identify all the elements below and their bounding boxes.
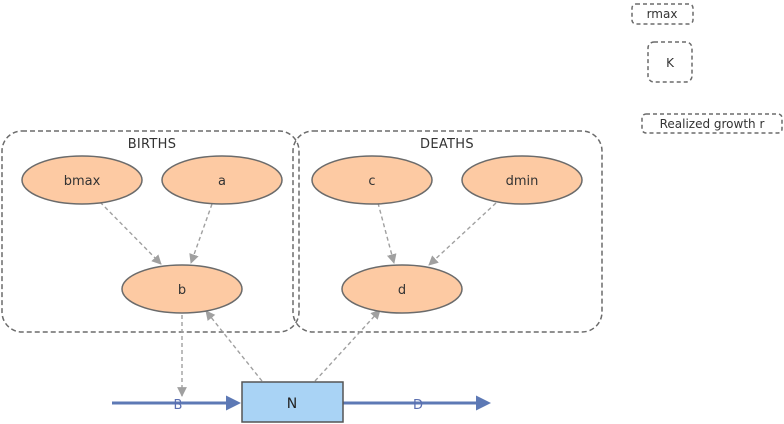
arrow-bmax-to-b (99, 201, 162, 265)
arrow-dmin-to-d (428, 202, 497, 266)
node-a-label: a (218, 174, 226, 189)
param-realized-growth-label: Realized growth r (660, 117, 765, 131)
param-k[interactable]: K (647, 41, 693, 83)
node-b[interactable]: b (121, 264, 243, 314)
node-c-label: c (368, 174, 375, 189)
arrow-n-to-d (314, 309, 381, 382)
node-b-label: b (178, 283, 186, 298)
flow-inflow-label: B (174, 398, 183, 413)
flow-outflow[interactable]: D (343, 395, 491, 413)
node-a[interactable]: a (161, 155, 283, 205)
param-rmax[interactable]: rmax (631, 3, 694, 25)
group-births-label: BIRTHS (128, 137, 177, 152)
param-realized-growth[interactable]: Realized growth r (641, 113, 783, 134)
node-bmax-label: bmax (64, 174, 101, 189)
flow-inflow[interactable]: B (112, 395, 241, 413)
node-d-label: d (398, 283, 406, 298)
node-bmax[interactable]: bmax (21, 155, 143, 205)
group-deaths-label: DEATHS (420, 137, 474, 152)
arrow-a-to-b (189, 203, 213, 264)
arrow-n-to-b (205, 310, 263, 382)
param-k-label: K (666, 56, 675, 70)
node-dmin-label: dmin (506, 174, 539, 189)
node-dmin[interactable]: dmin (461, 155, 583, 205)
stock-n[interactable]: N (241, 381, 344, 423)
stock-n-label: N (287, 396, 297, 412)
node-d[interactable]: d (341, 264, 463, 314)
flow-outflow-label: D (413, 398, 423, 413)
group-deaths[interactable]: DEATHS (292, 130, 603, 333)
param-rmax-label: rmax (647, 7, 678, 21)
node-c[interactable]: c (311, 155, 433, 205)
arrow-c-to-d (377, 202, 397, 264)
dependency-arrows (99, 201, 497, 397)
group-births[interactable]: BIRTHS (1, 130, 300, 333)
